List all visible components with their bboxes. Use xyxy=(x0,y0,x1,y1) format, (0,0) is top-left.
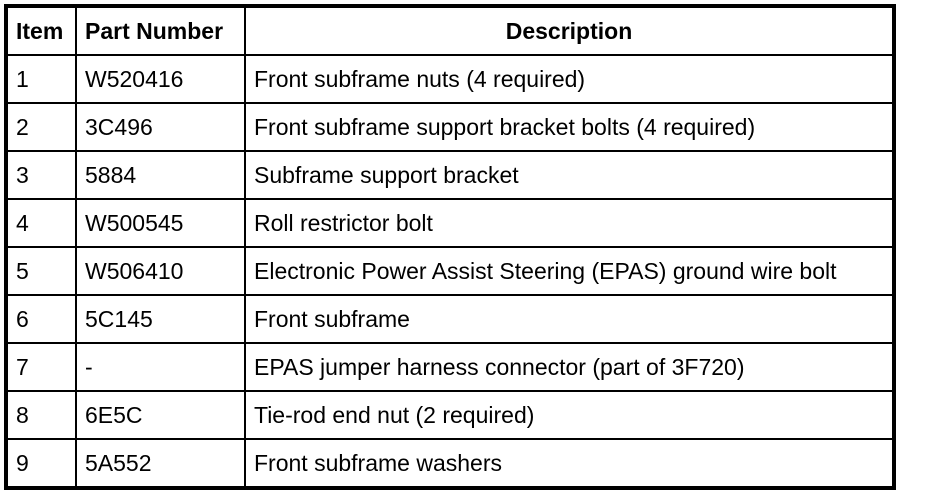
part-number-cell: 5A552 xyxy=(75,438,246,489)
description-column-header: Description xyxy=(244,5,895,56)
description-cell: Electronic Power Assist Steering (EPAS) … xyxy=(244,246,895,296)
item-column-header: Item xyxy=(5,5,77,56)
part-number-cell: 3C496 xyxy=(75,102,246,152)
part-number-cell: W500545 xyxy=(75,198,246,248)
description-cell: Subframe support bracket xyxy=(244,150,895,200)
part-number-cell: 5C145 xyxy=(75,294,246,344)
description-cell: EPAS jumper harness connector (part of 3… xyxy=(244,342,895,392)
item-cell: 1 xyxy=(5,54,77,104)
description-cell: Front subframe washers xyxy=(244,438,895,489)
part-number-column-header: Part Number xyxy=(75,5,246,56)
part-number-cell: W520416 xyxy=(75,54,246,104)
item-cell: 8 xyxy=(5,390,77,440)
table-row: 7-EPAS jumper harness connector (part of… xyxy=(5,342,895,392)
item-cell: 9 xyxy=(5,438,77,489)
header-row: Item Part Number Description xyxy=(5,5,895,56)
parts-table-header: Item Part Number Description xyxy=(5,5,895,56)
part-number-cell: 6E5C xyxy=(75,390,246,440)
item-cell: 3 xyxy=(5,150,77,200)
description-cell: Front subframe nuts (4 required) xyxy=(244,54,895,104)
description-cell: Roll restrictor bolt xyxy=(244,198,895,248)
part-number-cell: - xyxy=(75,342,246,392)
item-cell: 6 xyxy=(5,294,77,344)
item-cell: 4 xyxy=(5,198,77,248)
part-number-cell: 5884 xyxy=(75,150,246,200)
description-cell: Tie-rod end nut (2 required) xyxy=(244,390,895,440)
item-cell: 7 xyxy=(5,342,77,392)
description-cell: Front subframe xyxy=(244,294,895,344)
description-cell: Front subframe support bracket bolts (4 … xyxy=(244,102,895,152)
item-cell: 2 xyxy=(5,102,77,152)
part-number-cell: W506410 xyxy=(75,246,246,296)
item-cell: 5 xyxy=(5,246,77,296)
